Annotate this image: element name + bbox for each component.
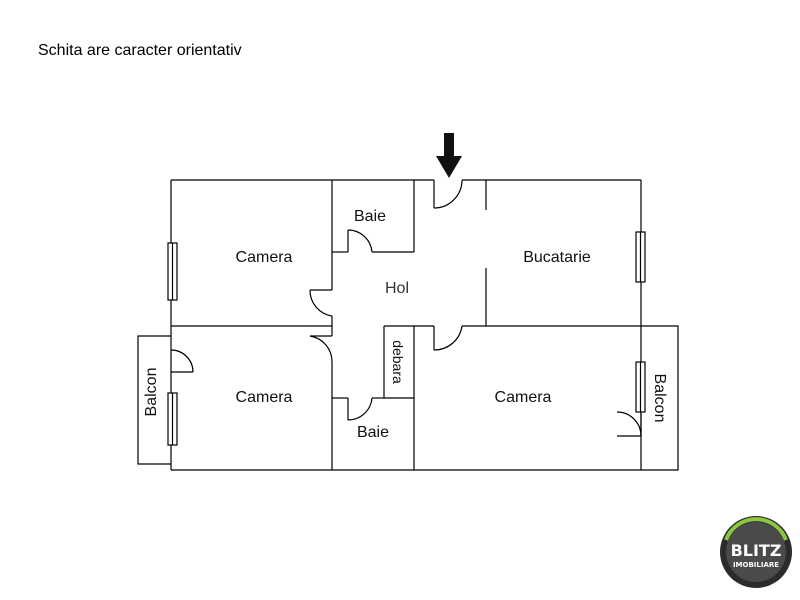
room-label-camera-top-left: Camera [236,249,293,266]
interior-walls [171,180,641,470]
plan-note: Schita are caracter orientativ [38,42,242,59]
room-label-balcon-right: Balcon [651,374,668,423]
balcony-right [641,325,679,471]
room-label-camera-bottom-left: Camera [236,389,293,406]
arrow-down-icon [436,133,462,178]
room-label-camera-bottom-right: Camera [495,389,552,406]
balcony-left [137,335,171,465]
room-label-hol: Hol [385,280,409,297]
room-label-baie-top: Baie [354,208,386,225]
windows [167,231,646,446]
outer-walls [170,179,642,471]
room-label-debara: debara [390,340,406,384]
room-label-bucatarie: Bucatarie [523,249,591,266]
blitz-logo-icon: BLITZ IMOBILIARE [720,516,792,588]
room-label-balcon-left: Balcon [143,368,160,417]
logo-brand: BLITZ [731,541,782,560]
room-label-baie-bottom: Baie [357,424,389,441]
doors [170,179,642,437]
logo-sub: IMOBILIARE [733,561,779,569]
